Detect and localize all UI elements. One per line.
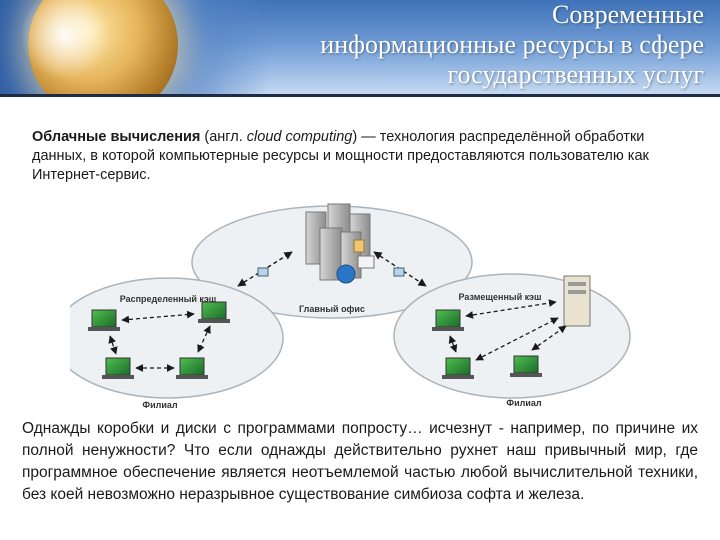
arrow-left-b [108,335,118,355]
packet-icon-left [257,267,269,277]
left-branch-label: Филиал [142,400,177,410]
intro-paragraph: Облачные вычисления (англ. cloud computi… [32,128,672,185]
arrow-right-b [448,335,458,353]
laptop-icon-right-2 [442,357,474,379]
title-line-1: Современные [552,0,704,29]
title-line-2: информационные ресурсы в сфере [320,30,704,59]
arrow-left-a [121,310,195,324]
intro-prefix: (англ. [200,129,247,145]
header-banner: Современные информационные ресурсы в сфе… [0,0,720,96]
right-cache-label: Размещенный кэш [459,292,542,302]
cloud-diagram: Главный офис Распределенный кэш Филиал Р… [70,203,631,410]
right-branch-label: Филиал [506,398,541,408]
header-divider [0,94,720,97]
laptop-icon-left-4 [176,357,208,379]
packet-icon-right [393,267,405,277]
page-title: Современные информационные ресурсы в сфе… [234,0,704,90]
server-cluster-icon [305,203,375,284]
globe-shine [20,0,110,80]
left-cache-label: Распределенный кэш [120,294,217,304]
laptop-icon-right-1 [432,309,464,331]
arrow-left-d [197,325,211,353]
bottom-paragraph: Однажды коробки и диски с программами по… [22,420,698,503]
arrow-right-c [475,317,559,361]
intro-term-en: cloud computing [246,129,353,145]
laptop-icon-left-3 [102,357,134,379]
laptop-icon-left-1 [88,309,120,331]
main-office-label: Главный офис [299,304,365,314]
laptop-icon-left-2 [198,301,230,323]
intro-rest: ) — технология распределённой обработки … [32,129,649,183]
laptop-icon-right-3 [510,355,542,377]
intro-term: Облачные вычисления [32,129,201,145]
title-line-3: государственных услуг [447,60,704,89]
server-tower-icon [563,275,591,327]
arrow-right-a [465,299,557,319]
